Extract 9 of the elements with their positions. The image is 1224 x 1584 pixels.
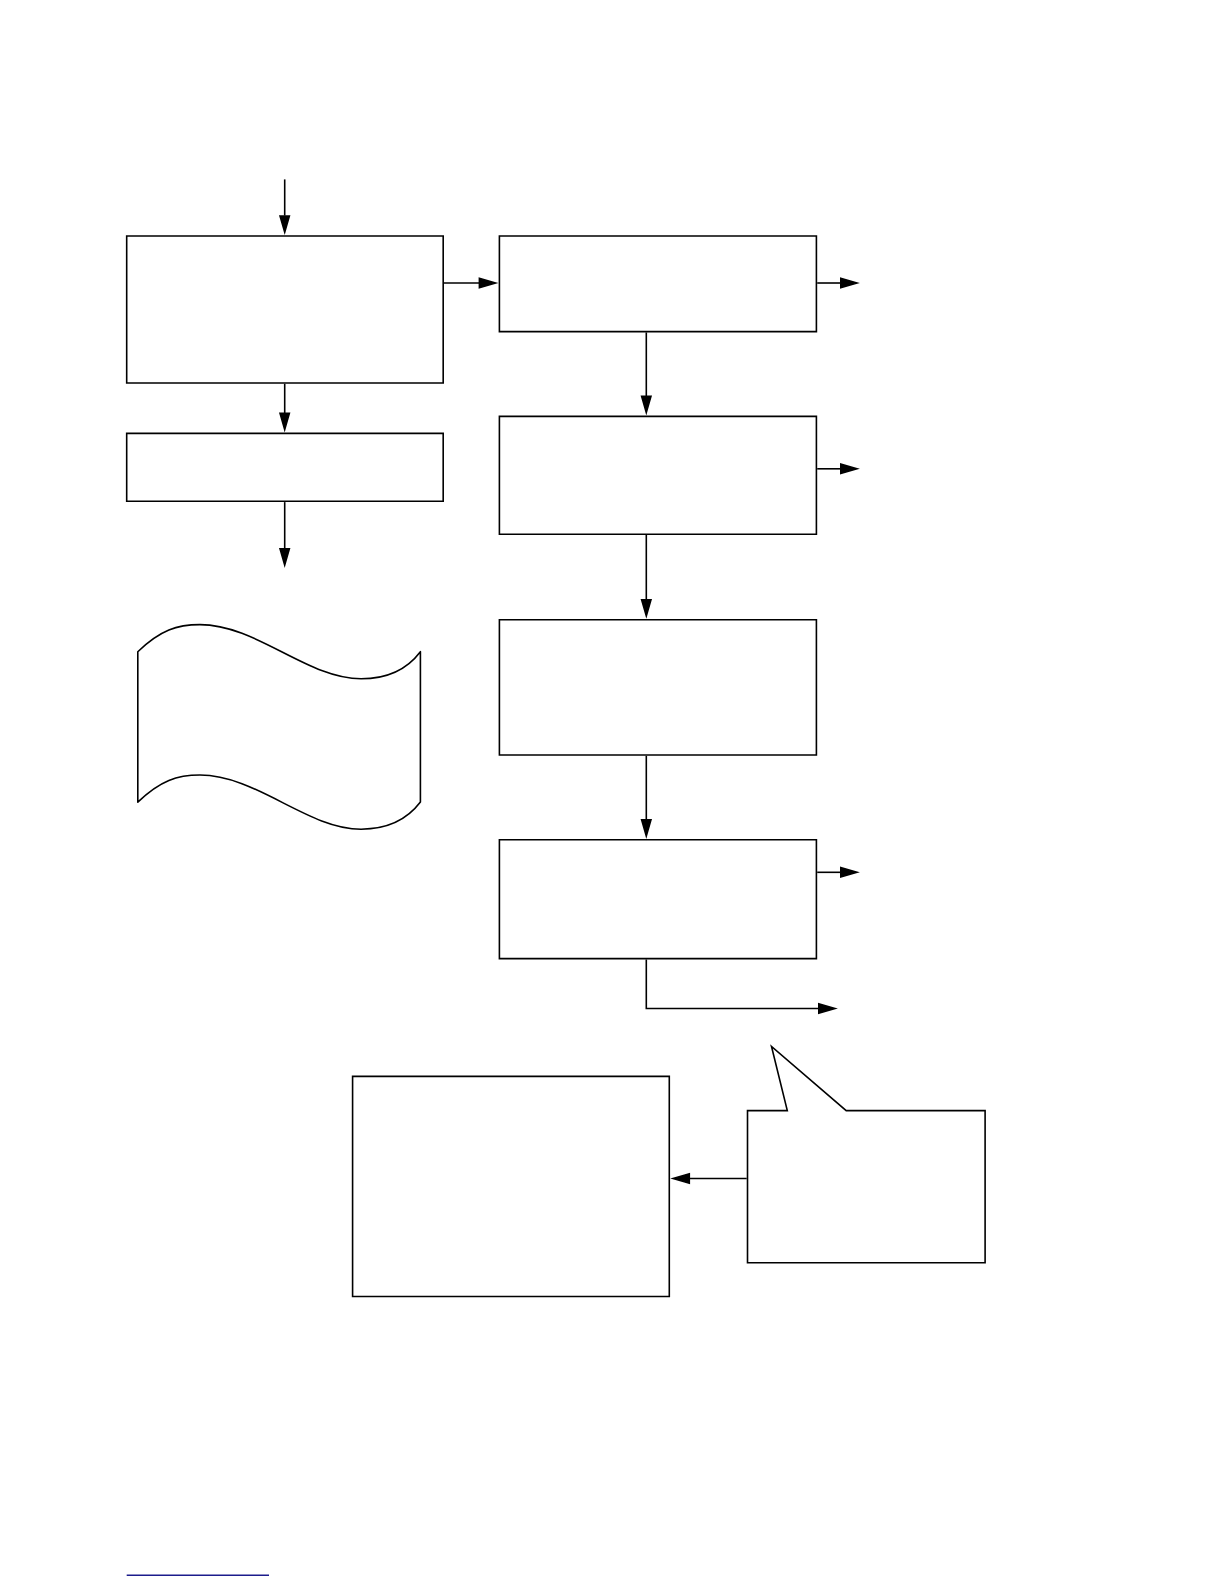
process-box <box>498 839 818 960</box>
speech-bubble <box>746 1044 986 1264</box>
process-box <box>125 235 444 384</box>
process-box <box>351 1075 671 1298</box>
process-box <box>125 432 444 503</box>
process-box <box>498 235 818 333</box>
process-box <box>498 618 818 756</box>
tape-symbol <box>137 623 422 830</box>
process-box <box>498 415 818 535</box>
